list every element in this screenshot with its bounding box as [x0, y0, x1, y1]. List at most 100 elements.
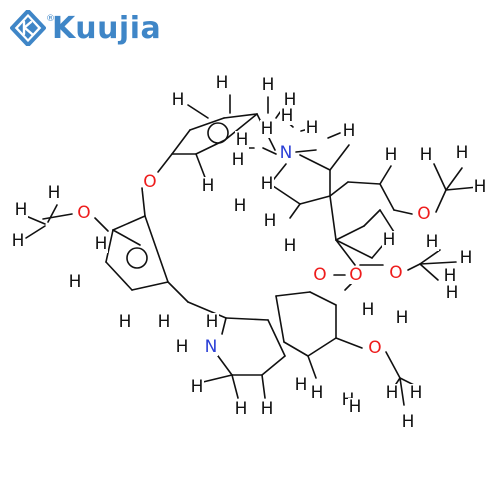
aromatic-ring-circle — [207, 122, 229, 144]
atom-label-h: H — [202, 176, 215, 196]
atom-label-h: H — [386, 383, 399, 403]
atom-label-h: H — [232, 150, 245, 170]
atom-label-background — [205, 313, 219, 331]
bond-line — [393, 209, 413, 215]
bond-line — [363, 209, 381, 227]
atom-label-h: H — [426, 232, 439, 252]
atom-label-background — [280, 107, 294, 125]
bond-line — [419, 263, 439, 281]
bond-line — [275, 295, 285, 343]
aromatic-ring-circle — [126, 247, 148, 269]
bond-line — [187, 301, 227, 319]
atom-label-h: H — [119, 312, 132, 332]
atom-label-h: H — [191, 377, 204, 397]
atom-label-h: H — [295, 375, 308, 395]
bond-line — [385, 351, 401, 379]
atom-label-background — [401, 413, 415, 431]
atom-label-h: H — [261, 399, 274, 419]
bond-line — [347, 181, 381, 185]
atom-label-background — [204, 338, 218, 356]
bond-line — [221, 317, 227, 335]
bond-line — [269, 183, 301, 205]
atom-label-background — [143, 173, 157, 191]
atom-label-background — [313, 266, 327, 284]
atom-label-h: H — [236, 130, 249, 150]
atom-label-h: H — [383, 230, 396, 250]
atom-label-background — [348, 398, 362, 416]
bond-line — [112, 229, 141, 246]
bond-line — [445, 167, 463, 191]
atom-label-h: H — [284, 90, 297, 110]
bond-line — [379, 183, 395, 211]
brand-name: Kuujia — [52, 10, 162, 46]
atom-label-background — [349, 266, 363, 284]
atom-label-o: O — [77, 203, 90, 223]
atom-label-h: H — [172, 90, 185, 110]
bond-line — [167, 281, 189, 303]
bond-line — [329, 144, 350, 171]
bond-layer — [25, 94, 479, 406]
atom-label-background — [382, 231, 396, 249]
atom-label-h: H — [281, 106, 294, 126]
atom-label-h: H — [95, 234, 108, 254]
atom-label-o: O — [143, 172, 156, 192]
atom-label-background — [157, 313, 171, 331]
bond-line — [407, 263, 421, 271]
atom-label-h: H — [206, 312, 219, 332]
atom-label-h: H — [444, 266, 457, 286]
bond-line — [335, 239, 356, 266]
atom-label-background — [260, 120, 274, 138]
bond-line — [379, 165, 392, 185]
atom-label-background — [455, 144, 469, 162]
atom-label-background — [77, 204, 91, 222]
atom-label-background — [361, 301, 375, 319]
atom-label-background — [279, 144, 293, 162]
atom-label-background — [409, 384, 423, 402]
bond-line — [187, 104, 209, 119]
atom-label-background — [459, 249, 473, 267]
atom-label-h: H — [264, 211, 277, 231]
bond-line — [223, 113, 258, 119]
atom-label-background — [68, 273, 82, 291]
atom-label-n: N — [280, 143, 293, 163]
bond-line — [217, 355, 233, 376]
bond-line — [335, 225, 365, 241]
atom-label-h: H — [234, 196, 247, 216]
atom-label-h: H — [306, 118, 319, 138]
kuujia-logo-icon — [10, 10, 46, 46]
atom-label-background — [234, 400, 248, 418]
bond-line — [141, 187, 146, 217]
atom-label-h: H — [343, 121, 356, 141]
atom-label-background — [47, 184, 61, 202]
bond-line — [105, 229, 114, 263]
atom-label-h: H — [311, 383, 324, 403]
bond-line — [307, 337, 337, 357]
atom-label-o: O — [313, 265, 326, 285]
bond-line — [189, 117, 225, 131]
bond-line — [379, 209, 395, 233]
atom-label-h: H — [396, 308, 409, 328]
atom-label-background — [190, 378, 204, 396]
atom-label-background — [385, 384, 399, 402]
atom-label-background — [419, 146, 433, 164]
bond-line — [435, 189, 447, 213]
bond-line — [327, 132, 341, 139]
atom-label-background — [294, 376, 308, 394]
atom-label-background — [417, 205, 431, 223]
atom-label-h: H — [460, 248, 473, 268]
bond-line — [112, 215, 146, 231]
bond-line — [261, 355, 286, 376]
atom-label-background — [233, 197, 247, 215]
atom-label-h: H — [158, 312, 171, 332]
atom-label-o: O — [349, 265, 362, 285]
brand-logo[interactable]: ® Kuujia — [10, 10, 161, 46]
bond-line — [94, 217, 109, 232]
atom-label-h: H — [410, 383, 423, 403]
bond-line — [171, 129, 191, 155]
atom-label-background — [443, 267, 457, 285]
atom-label-background — [310, 384, 324, 402]
atom-label-background — [389, 264, 403, 282]
bond-line — [335, 337, 363, 349]
bond-line — [202, 374, 233, 383]
